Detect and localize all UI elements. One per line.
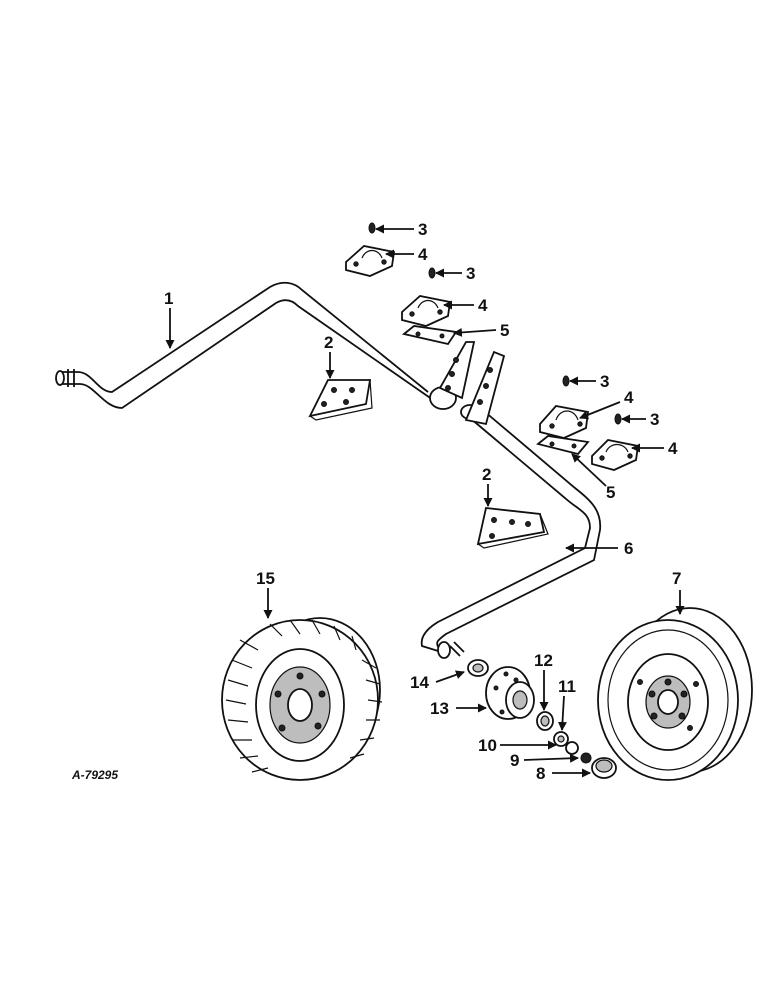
callout-6: 6 xyxy=(624,539,633,558)
callout-2b: 2 xyxy=(482,465,491,484)
callout-3c: 3 xyxy=(600,372,609,391)
callout-labels: 1 2 2 3 3 3 3 4 4 4 4 5 5 6 7 8 9 10 11 … xyxy=(71,220,681,783)
callout-4a: 4 xyxy=(418,245,428,264)
callout-9: 9 xyxy=(510,751,519,770)
callout-2a: 2 xyxy=(324,333,333,352)
callout-1: 1 xyxy=(164,289,173,308)
clamp-plate-2 xyxy=(536,435,590,456)
pivot-bracket-right xyxy=(464,350,506,426)
inner-bearing xyxy=(467,659,489,677)
figure-code: A-79295 xyxy=(71,768,118,782)
callout-8: 8 xyxy=(536,764,545,783)
washer xyxy=(553,731,569,747)
hub-cap xyxy=(591,757,617,779)
callout-3b: 3 xyxy=(466,264,475,283)
pivot-bracket-left xyxy=(438,341,476,400)
clamp-cap-1 xyxy=(345,245,396,277)
callout-3d: 3 xyxy=(650,410,659,429)
callout-5b: 5 xyxy=(606,483,615,502)
wheel-rim xyxy=(597,607,753,781)
callout-14: 14 xyxy=(410,673,429,692)
gusset-plate-lower xyxy=(476,507,549,549)
callout-7: 7 xyxy=(672,569,681,588)
callout-15: 15 xyxy=(256,569,275,588)
clamp-cap-3 xyxy=(539,405,589,439)
axle-tube-upper xyxy=(55,281,457,410)
callout-4d: 4 xyxy=(668,439,678,458)
callout-4b: 4 xyxy=(478,296,488,315)
callout-3a: 3 xyxy=(418,220,427,239)
bolt-2 xyxy=(428,267,436,279)
callout-11: 11 xyxy=(558,677,576,696)
bolt-3 xyxy=(562,375,570,387)
leader-lines xyxy=(165,224,685,778)
hub xyxy=(485,666,535,720)
cotter-pin xyxy=(580,752,592,764)
bolt-1 xyxy=(368,222,376,234)
clamp-plate-1 xyxy=(401,325,458,346)
callout-4c: 4 xyxy=(624,388,634,407)
clamp-cap-2 xyxy=(401,295,452,327)
nut xyxy=(565,741,579,755)
callout-12: 12 xyxy=(534,651,553,670)
callout-5a: 5 xyxy=(500,321,509,340)
callout-10: 10 xyxy=(478,736,497,755)
callout-13: 13 xyxy=(430,699,449,718)
outer-bearing xyxy=(536,711,554,731)
tire-assembly xyxy=(221,617,383,781)
clamp-cap-4 xyxy=(591,439,640,471)
gusset-plate-upper xyxy=(308,379,373,421)
bolt-4 xyxy=(614,413,622,425)
